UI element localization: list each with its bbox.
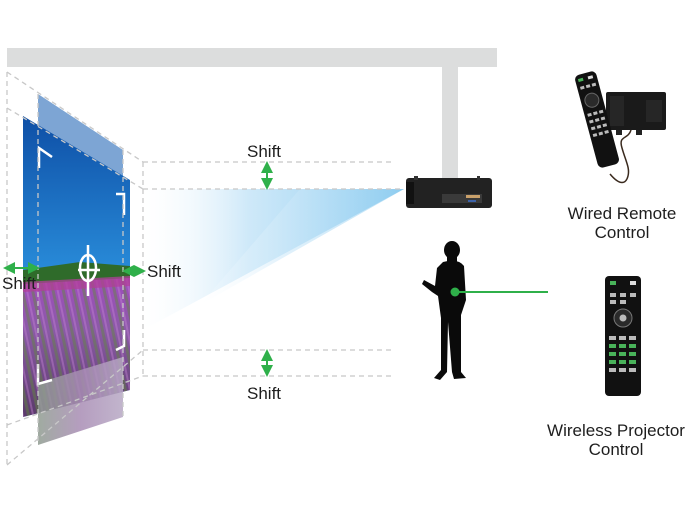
wired-remote-caption-line1: Wired Remote: [567, 204, 677, 223]
wired-remote-caption-line2: Control: [594, 223, 650, 242]
wireless-remote-caption-line1: Wireless Projector: [547, 421, 685, 440]
shift-label-left: Shift: [2, 274, 37, 293]
shifted-image-top-ghost: [38, 94, 123, 178]
wireless-remote-illustration: [605, 276, 641, 396]
person-silhouette-icon: [422, 241, 466, 380]
ceiling-mount-pole: [442, 67, 458, 181]
ceiling-bar: [7, 48, 497, 67]
wired-remote-caption: Wired Remote Control: [547, 204, 697, 242]
projection-beam-tip: [200, 189, 404, 305]
wireless-remote-caption-line2: Control: [588, 440, 644, 459]
projector-icon: [406, 176, 492, 208]
wired-remote-illustration: [575, 71, 666, 184]
wireless-remote-caption: Wireless Projector Control: [532, 421, 700, 459]
connector-dot: [450, 287, 460, 297]
crosshair-icon: [78, 245, 100, 296]
shift-label-bottom: Shift: [247, 384, 282, 403]
shift-label-top: Shift: [247, 142, 282, 161]
shift-label-right: Shift: [147, 262, 182, 281]
shifted-image-bottom-ghost: [38, 357, 123, 445]
